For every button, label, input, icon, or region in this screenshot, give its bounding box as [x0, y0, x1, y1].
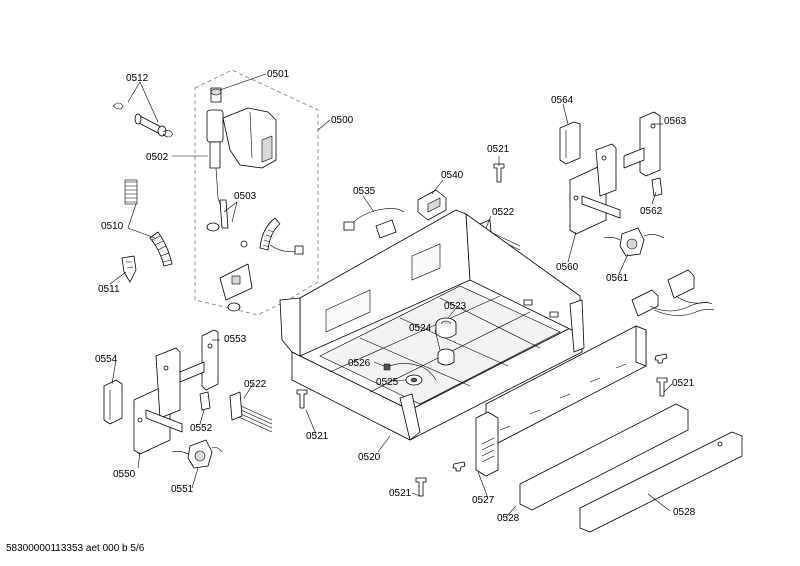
- label-0553: 0553: [224, 334, 247, 345]
- part-0561-motor: [603, 227, 665, 257]
- label-0540: 0540: [441, 170, 464, 181]
- part-0540-plug: [417, 189, 447, 221]
- label-0528-b: 0528: [673, 507, 696, 518]
- label-0554: 0554: [95, 354, 118, 365]
- label-0524: 0524: [409, 323, 432, 334]
- part-0550-plate: [133, 347, 183, 455]
- label-0550: 0550: [113, 469, 136, 480]
- label-0511: 0511: [98, 284, 120, 295]
- part-0551-motor: [171, 439, 223, 469]
- part-0510-corrugated-hose: [149, 231, 173, 267]
- label-0510: 0510: [101, 221, 124, 232]
- part-0553-bracket: [179, 329, 219, 391]
- document-footer: 58300000113353 aet 000 b 5/6: [6, 543, 145, 554]
- label-0526: 0526: [348, 358, 371, 369]
- label-0500: 0500: [331, 115, 354, 126]
- label-0562: 0562: [640, 206, 663, 217]
- part-0521-screw-b: [296, 389, 308, 409]
- part-0503-tube: [240, 217, 304, 255]
- label-0503: 0503: [234, 191, 257, 202]
- part-labels: 0512 0501 0500 0502 0503 0510 0511 0535 …: [95, 69, 696, 524]
- label-0535: 0535: [353, 186, 376, 197]
- label-0521-b: 0521: [306, 431, 329, 442]
- part-0535-cable: [343, 208, 405, 239]
- label-0551: 0551: [171, 484, 194, 495]
- label-0521-c: 0521: [389, 488, 412, 499]
- label-0528-a: 0528: [497, 513, 520, 524]
- part-0528-panel-rear: [485, 325, 647, 445]
- label-0521-d: 0521: [672, 378, 695, 389]
- part-0554-bracket: [103, 379, 123, 425]
- part-0521-screw-d: [656, 377, 668, 397]
- label-0512: 0512: [126, 73, 149, 84]
- part-0563-bracket: [623, 111, 661, 177]
- label-0525: 0525: [376, 377, 399, 388]
- label-0564: 0564: [551, 95, 574, 106]
- label-0502: 0502: [146, 152, 169, 163]
- label-0522-a: 0522: [492, 207, 515, 218]
- label-0561: 0561: [606, 273, 629, 284]
- label-0527: 0527: [472, 495, 495, 506]
- part-0528-panel-front: [519, 403, 743, 533]
- part-0521-screw-f: [654, 353, 668, 364]
- leader-lines: [109, 73, 673, 518]
- part-0564-bracket: [559, 121, 581, 165]
- label-0552: 0552: [190, 423, 213, 434]
- label-0501: 0501: [267, 69, 290, 80]
- group-0500-outline: [194, 69, 319, 316]
- part-0524-float: [437, 348, 455, 366]
- part-0526-lever: [383, 363, 437, 381]
- label-0523: 0523: [444, 301, 467, 312]
- label-0522-b: 0522: [244, 379, 267, 390]
- part-0560-plate: [569, 143, 621, 235]
- part-0562-clip: [651, 177, 663, 197]
- part-0511-clip: [121, 255, 137, 283]
- part-0502-valve: [206, 87, 277, 232]
- part-valve-bracket: [219, 263, 253, 312]
- part-0525-disc: [405, 374, 423, 386]
- label-0521-a: 0521: [487, 144, 510, 155]
- part-0527-cap: [475, 411, 499, 477]
- part-0552-clip: [199, 391, 211, 411]
- part-0521-screw-e: [452, 461, 466, 472]
- part-connector-harness: [631, 269, 715, 317]
- part-0521-screw-a: [493, 163, 505, 183]
- part-0521-screw-c: [415, 477, 427, 497]
- part-0510-spring: [124, 179, 138, 205]
- label-0520: 0520: [358, 452, 381, 463]
- part-0512-hose: [112, 102, 174, 138]
- label-0563: 0563: [664, 116, 687, 127]
- part-0522-harness-lower: [229, 391, 273, 433]
- part-0523-seal: [435, 317, 457, 339]
- label-0560: 0560: [556, 262, 579, 273]
